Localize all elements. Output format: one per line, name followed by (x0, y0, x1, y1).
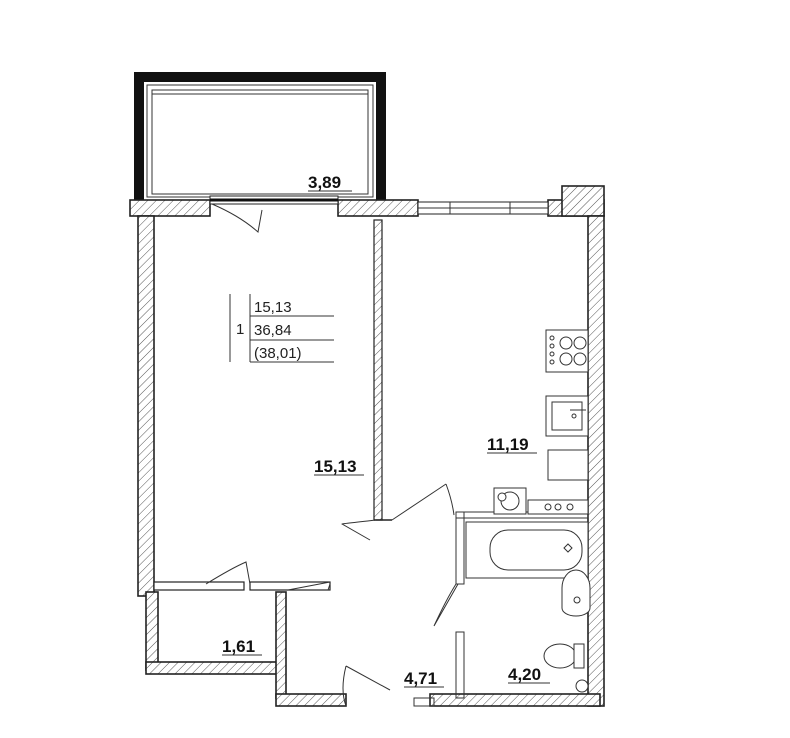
total-area-value: 36,84 (254, 322, 292, 339)
hallway-area-label: 4,71 (404, 669, 437, 688)
bathtub-icon (465, 521, 589, 579)
interior-walls (153, 219, 589, 699)
area-summary-table: 1 15,13 36,84 (38,01) (229, 294, 334, 363)
sink-icon (545, 395, 589, 437)
bathroom-area-label: 4,20 (508, 665, 541, 684)
top-exterior-wall (129, 185, 605, 217)
washbasin-icon (561, 569, 591, 617)
balcony (134, 72, 386, 200)
counter-icon (547, 449, 589, 481)
stove-icon (545, 329, 589, 373)
balcony-area-label: 3,89 (308, 173, 341, 192)
kitchen-window (417, 201, 549, 215)
living-area-value: 15,13 (254, 299, 292, 316)
drain-icon (575, 679, 589, 693)
apartment-number: 1 (236, 321, 244, 338)
washer-icon (493, 487, 527, 515)
bathroom-counter-icon (527, 499, 589, 515)
room-area-labels: 3,89 15,13 11,19 1,61 4,71 4,20 (222, 173, 550, 688)
right-exterior-wall (587, 215, 605, 707)
total-with-balcony-value: (38,01) (254, 345, 302, 362)
door-swings (205, 483, 459, 707)
balcony-door (209, 195, 339, 233)
kitchen-area-label: 11,19 (487, 435, 529, 454)
closet-area-label: 1,61 (222, 637, 255, 656)
bottom-exterior-wall (145, 591, 601, 707)
living-room-area-label: 15,13 (314, 457, 357, 476)
toilet-icon (543, 643, 585, 669)
left-exterior-wall (137, 215, 159, 671)
